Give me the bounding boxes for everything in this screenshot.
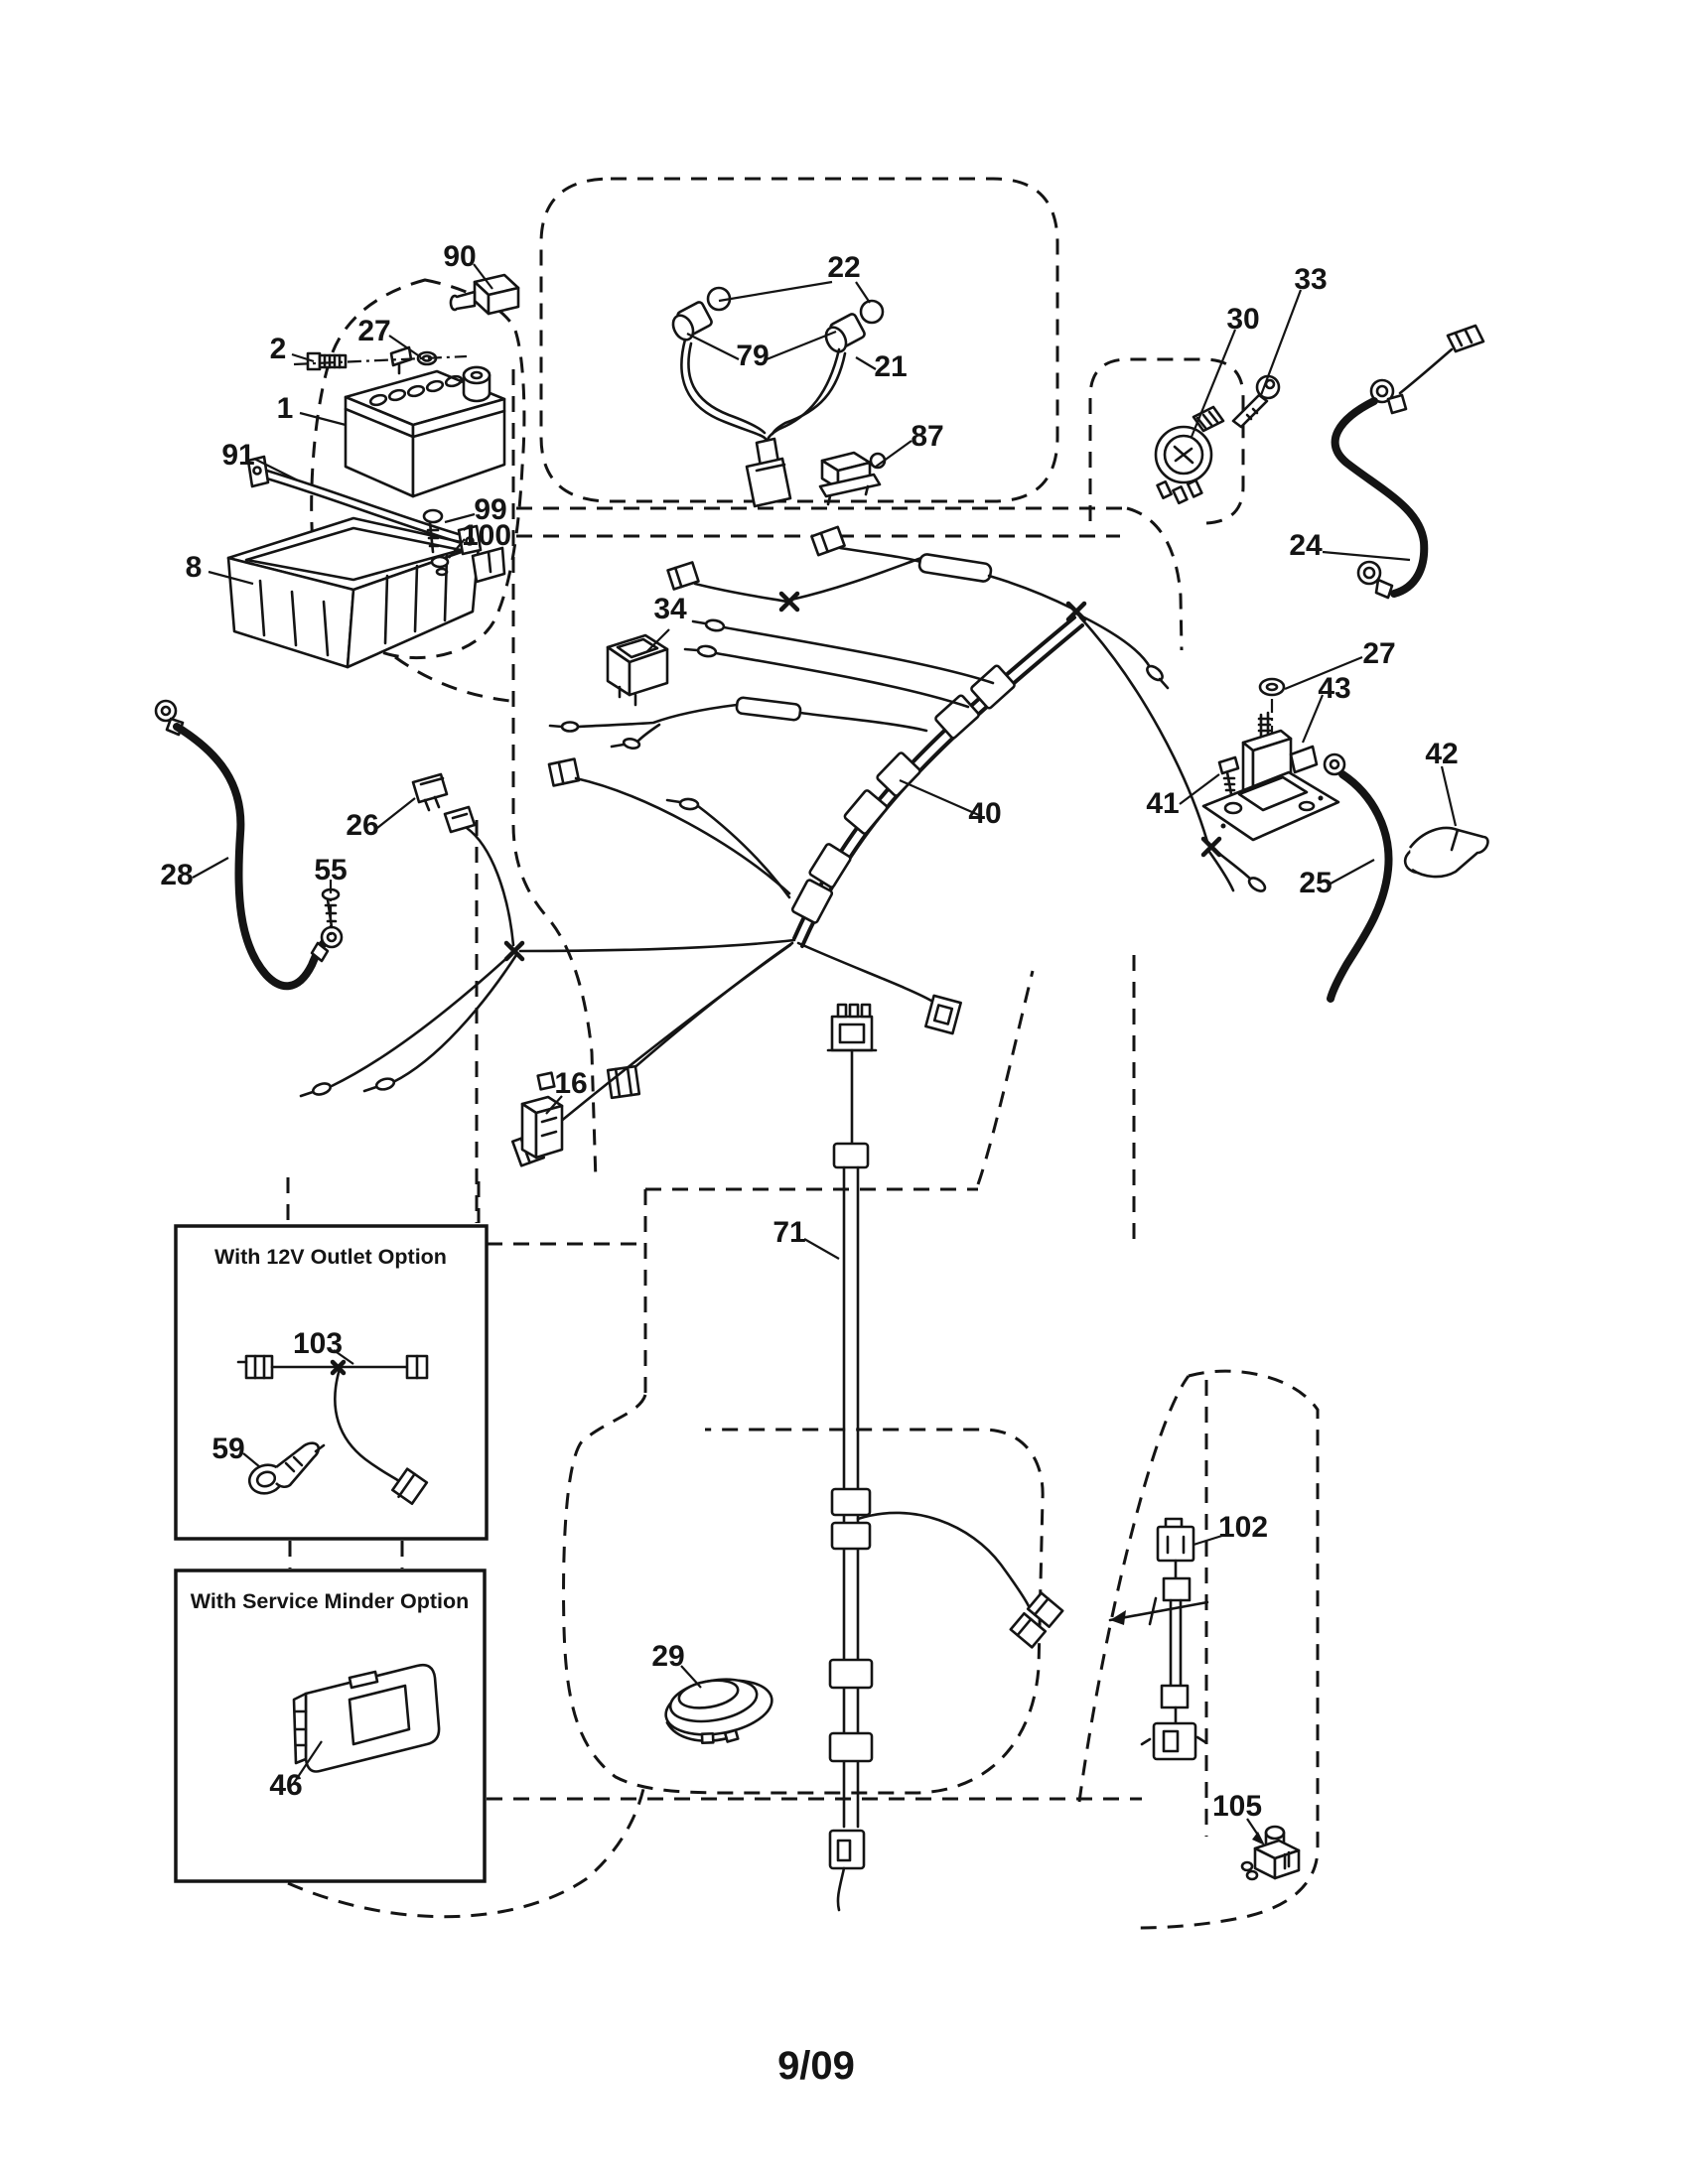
battery-cells bbox=[368, 374, 464, 407]
wire-103 bbox=[236, 1354, 429, 1506]
battery-cable-24 bbox=[1331, 324, 1485, 600]
battery bbox=[293, 345, 506, 498]
callout-21: 21 bbox=[874, 350, 907, 383]
callout-90: 90 bbox=[443, 240, 476, 273]
length-arrow bbox=[1108, 1596, 1209, 1626]
ignition-switch bbox=[1154, 405, 1225, 505]
battery-bolt bbox=[306, 351, 348, 371]
callout-29: 29 bbox=[651, 1640, 684, 1673]
dash-switch-34 bbox=[606, 633, 669, 707]
callout-40: 40 bbox=[968, 797, 1001, 830]
cap-29 bbox=[664, 1678, 773, 1744]
callout-24: 24 bbox=[1289, 529, 1323, 562]
fuse-holder bbox=[443, 805, 477, 834]
callout-2: 2 bbox=[270, 333, 287, 365]
option-box-12v bbox=[174, 1224, 489, 1541]
interlock-switch-16 bbox=[520, 1071, 564, 1160]
callout-41: 41 bbox=[1146, 787, 1179, 820]
callout-42: 42 bbox=[1425, 738, 1458, 770]
callout-59: 59 bbox=[211, 1433, 244, 1465]
callout-71: 71 bbox=[772, 1216, 805, 1249]
callout-27-battery: 27 bbox=[357, 315, 390, 347]
battery-strap bbox=[246, 455, 483, 556]
wire-71 bbox=[826, 1003, 1064, 1912]
callout-26: 26 bbox=[346, 809, 378, 842]
ground-screw-55 bbox=[321, 880, 341, 935]
wire-71-branch-connector bbox=[1009, 1591, 1064, 1649]
callout-1: 1 bbox=[277, 392, 294, 425]
callout-43: 43 bbox=[1318, 672, 1350, 705]
callout-91: 91 bbox=[221, 439, 254, 472]
solenoid-cable-25 bbox=[1323, 752, 1393, 1003]
callout-87: 87 bbox=[911, 420, 943, 453]
ignition-key bbox=[1231, 374, 1281, 429]
wire-71-top-connector bbox=[826, 1003, 878, 1052]
battery-terminal bbox=[462, 365, 491, 403]
bulb-right bbox=[859, 299, 885, 325]
solenoid-nut bbox=[1258, 677, 1286, 697]
callout-34: 34 bbox=[653, 593, 687, 625]
callout-25: 25 bbox=[1299, 867, 1332, 899]
leader-lines bbox=[192, 263, 1458, 1845]
callout-16: 16 bbox=[554, 1067, 587, 1100]
option-box-service-minder-title: With Service Minder Option bbox=[191, 1589, 470, 1613]
headlight-harness bbox=[671, 286, 885, 508]
terminal-boot-42 bbox=[1403, 826, 1489, 879]
callout-8: 8 bbox=[186, 551, 203, 584]
callout-102: 102 bbox=[1218, 1511, 1268, 1544]
callout-30: 30 bbox=[1226, 303, 1259, 336]
ground-cable-28 bbox=[154, 699, 344, 991]
service-minder-46 bbox=[292, 1663, 441, 1773]
callout-55: 55 bbox=[314, 854, 347, 887]
outlet-59 bbox=[247, 1441, 326, 1495]
callout-103: 103 bbox=[293, 1327, 343, 1360]
callout-33: 33 bbox=[1294, 263, 1327, 296]
callout-105: 105 bbox=[1212, 1790, 1262, 1823]
wire-assembly-102 bbox=[1108, 1517, 1209, 1761]
callout-28: 28 bbox=[160, 859, 193, 891]
callout-99: 99 bbox=[474, 493, 506, 526]
box-screw bbox=[422, 508, 450, 577]
callout-100: 100 bbox=[462, 519, 511, 552]
callout-46: 46 bbox=[269, 1769, 302, 1802]
wire-71-bottom-connector bbox=[828, 1829, 866, 1912]
solenoid bbox=[1201, 677, 1340, 842]
option-box-12v-title: With 12V Outlet Option bbox=[214, 1245, 447, 1269]
callout-22: 22 bbox=[827, 251, 860, 284]
callout-79: 79 bbox=[736, 340, 769, 372]
callout-labels: 90 2 27 1 91 99 100 8 22 79 21 87 30 33 … bbox=[160, 240, 1458, 1823]
harness-connector bbox=[606, 1064, 641, 1100]
switch-105 bbox=[1240, 1825, 1301, 1881]
fuse-26 bbox=[411, 772, 515, 947]
footer-date: 9/09 bbox=[777, 2044, 855, 2088]
option-box-service-minder bbox=[174, 1569, 487, 1883]
solenoid-bolt bbox=[1217, 755, 1240, 796]
terminal-boot bbox=[449, 273, 520, 316]
battery-box bbox=[226, 516, 506, 669]
callout-27-solenoid: 27 bbox=[1362, 637, 1395, 670]
harness-connector bbox=[924, 994, 962, 1035]
wing-nut bbox=[430, 555, 450, 569]
interlock-module bbox=[818, 451, 887, 506]
bolt-axis bbox=[293, 354, 468, 366]
